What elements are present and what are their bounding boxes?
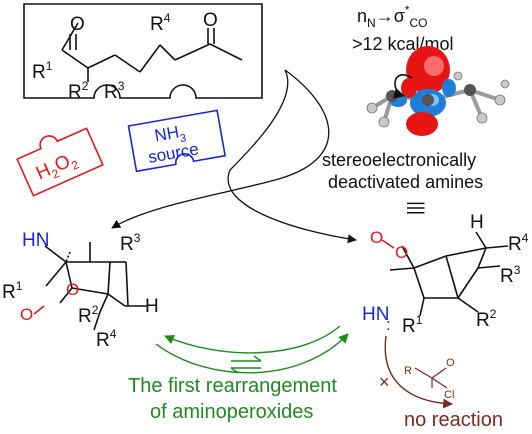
orbital-interaction-label: nN→σ*CO bbox=[357, 3, 427, 30]
rearrangement-caption-line1: The first rearrangement bbox=[128, 375, 337, 397]
right-product-structure bbox=[389, 231, 509, 317]
deactivated-line2: deactivated amines bbox=[328, 172, 483, 192]
right-hn: HN bbox=[362, 304, 389, 325]
reactant-frame bbox=[23, 3, 263, 99]
right-r2: R2 bbox=[476, 307, 497, 331]
nh3-source-puzzle-piece: NH3 source bbox=[127, 109, 227, 173]
right-o-a: O bbox=[370, 228, 383, 247]
acyl-r: R bbox=[404, 365, 412, 377]
equivalence-sign: ||| bbox=[407, 201, 427, 215]
reactant-r3: R3 bbox=[104, 79, 125, 103]
left-oo-bond bbox=[33, 305, 45, 315]
svg-text:NH3: NH3 bbox=[153, 121, 187, 149]
right-lone-pair: : bbox=[386, 315, 391, 334]
right-oo-bond bbox=[381, 239, 395, 249]
reactant-o-right: O bbox=[203, 10, 218, 31]
no-reaction-label: no reaction bbox=[404, 409, 503, 431]
left-r1: R1 bbox=[2, 279, 23, 303]
arrow-to-right-product bbox=[227, 69, 357, 244]
reactant-structure bbox=[61, 22, 243, 82]
reactant-r1: R1 bbox=[32, 59, 53, 83]
right-r4: R4 bbox=[508, 231, 529, 255]
no-reaction-arrow bbox=[384, 335, 453, 409]
right-r1: R1 bbox=[402, 313, 423, 337]
rearrangement-arrow-forward bbox=[155, 333, 349, 374]
left-hn: HN bbox=[22, 230, 49, 251]
rearrangement-caption-line2: of aminoperoxides bbox=[150, 401, 313, 423]
acyl-o: O bbox=[446, 357, 455, 369]
right-h: H bbox=[470, 212, 484, 233]
deactivated-line1: stereoelectronically bbox=[322, 150, 476, 170]
rearrangement-arrow-backward bbox=[164, 325, 341, 354]
right-r3: R3 bbox=[500, 263, 521, 287]
reactant-o-left: O bbox=[70, 14, 85, 35]
acyl-cl: Cl bbox=[444, 389, 454, 401]
acyl-chloride-structure bbox=[414, 367, 448, 389]
left-product-structure bbox=[44, 242, 148, 331]
left-o-a: O bbox=[66, 280, 79, 299]
left-r2: R2 bbox=[78, 303, 99, 327]
left-h: H bbox=[145, 296, 159, 317]
left-o-b: O bbox=[20, 305, 33, 324]
arrow-to-left-product bbox=[111, 69, 330, 229]
orbital-illustration bbox=[366, 46, 510, 136]
right-o-b: O bbox=[395, 243, 408, 262]
no-reaction-cross: × bbox=[379, 372, 390, 392]
left-r3: R3 bbox=[120, 231, 141, 255]
reactant-r2: R2 bbox=[68, 79, 89, 103]
left-r4: R4 bbox=[96, 327, 117, 351]
equilibrium-half-arrows bbox=[230, 355, 262, 374]
h2o2-puzzle-piece: H2O2 bbox=[16, 127, 104, 197]
reactant-r4: R4 bbox=[150, 11, 171, 35]
